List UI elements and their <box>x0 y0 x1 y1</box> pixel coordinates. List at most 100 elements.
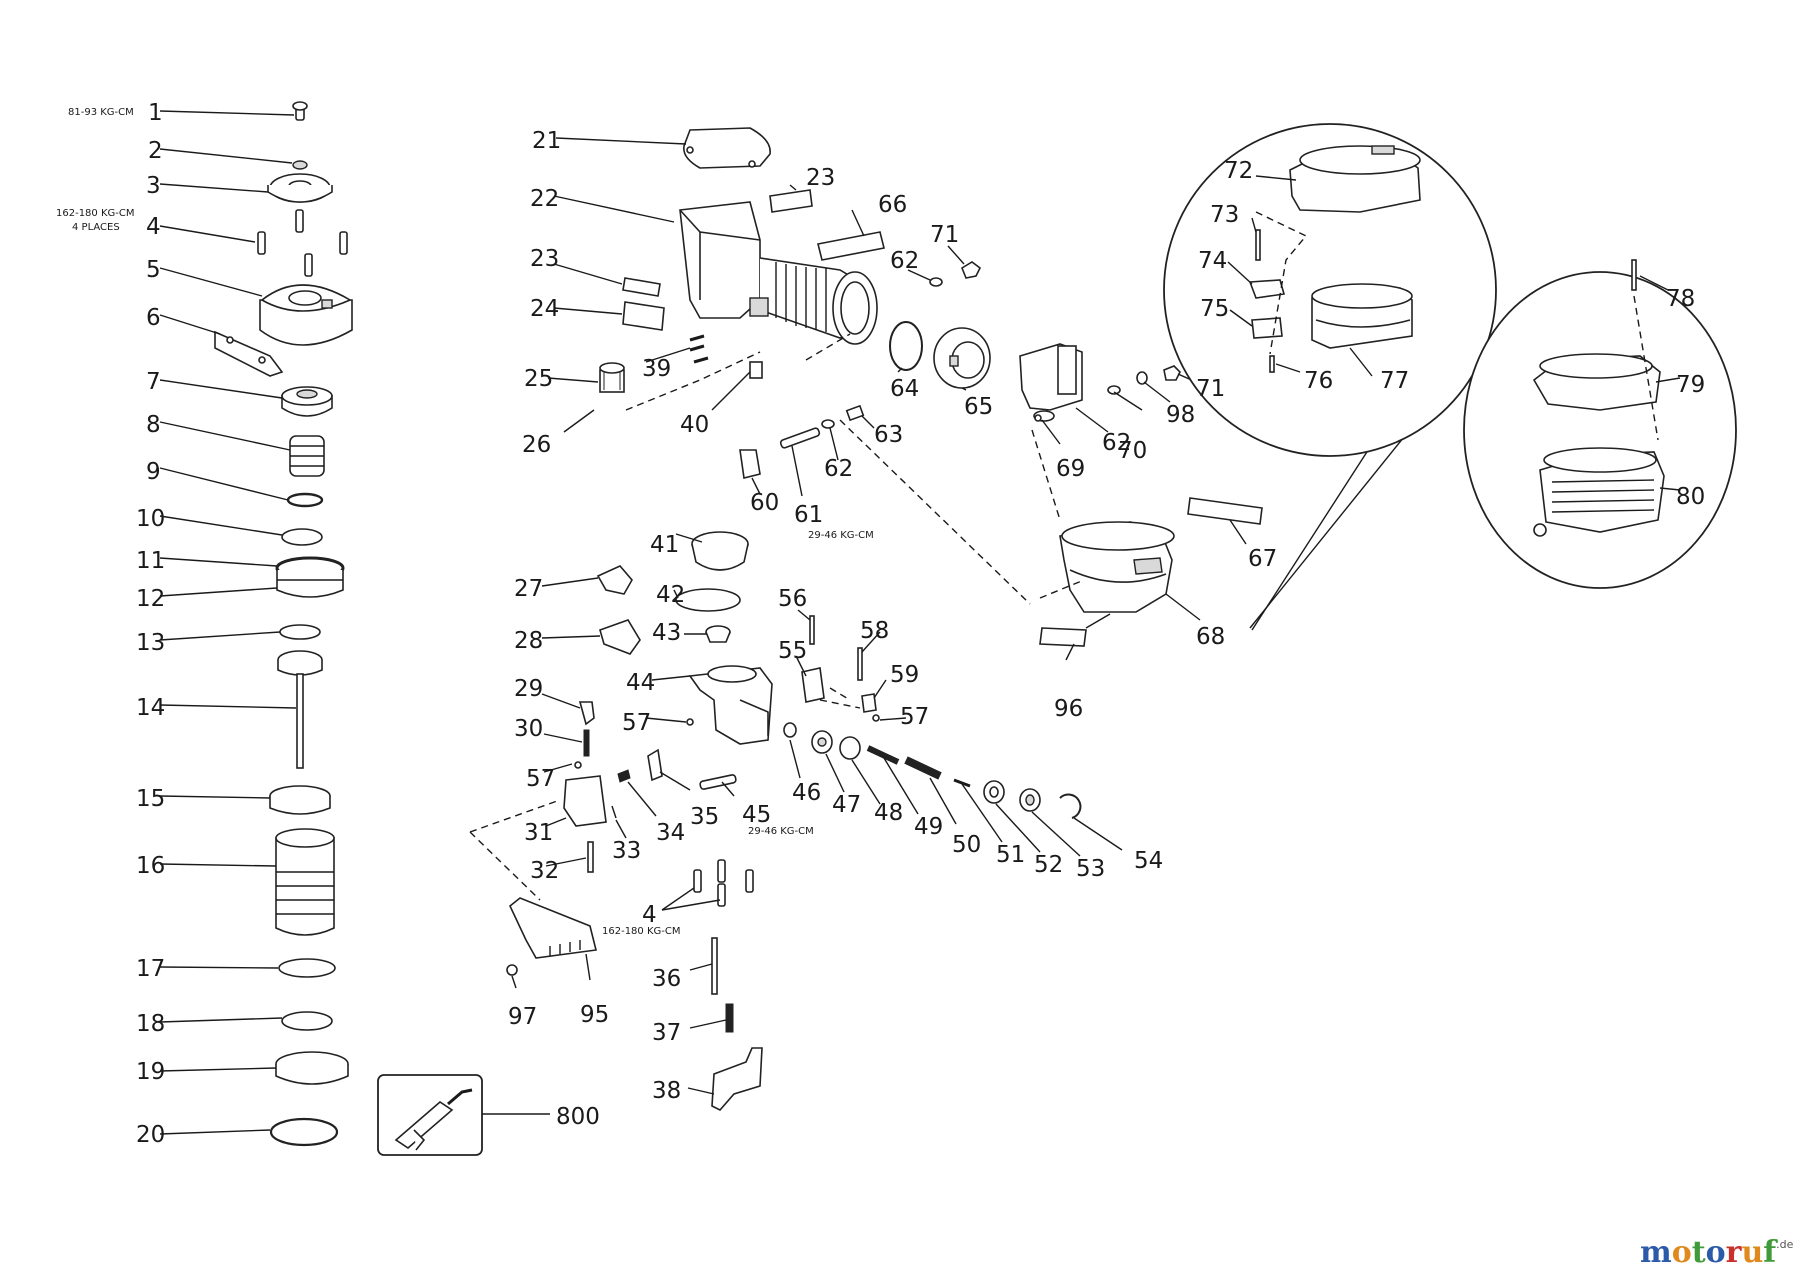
callout-35: 35 <box>690 804 719 830</box>
callout-23: 23 <box>806 165 835 191</box>
callout-64: 64 <box>890 376 919 402</box>
accessory-box <box>377 1074 550 1156</box>
callout-13: 13 <box>136 630 165 656</box>
callout-23: 23 <box>530 246 559 272</box>
callout-36: 36 <box>652 966 681 992</box>
callout-40: 40 <box>680 412 709 438</box>
callout-71: 71 <box>1196 376 1225 402</box>
callout-68: 68 <box>1196 624 1225 650</box>
callout-52: 52 <box>1034 852 1063 878</box>
callout-69: 69 <box>1056 456 1085 482</box>
callout-62: 62 <box>1102 430 1131 456</box>
callout-32: 32 <box>530 858 559 884</box>
callout-46: 46 <box>792 780 821 806</box>
left-leader-lines <box>159 110 297 1135</box>
detail-circle-1 <box>1163 123 1497 457</box>
callout-34: 34 <box>656 820 685 846</box>
callout-14: 14 <box>136 695 165 721</box>
callout-80: 80 <box>1676 484 1705 510</box>
watermark-suffix: .de <box>1776 1238 1793 1251</box>
callout-8: 8 <box>146 412 161 438</box>
callout-17: 17 <box>136 956 165 982</box>
callout-45: 45 <box>742 802 771 828</box>
watermark-letter: u <box>1741 1235 1763 1270</box>
callout-74: 74 <box>1198 248 1227 274</box>
callout-24: 24 <box>530 296 559 322</box>
callout-49: 49 <box>914 814 943 840</box>
callout-50: 50 <box>952 832 981 858</box>
housing-group <box>563 127 991 479</box>
callout-1: 1 <box>148 100 163 126</box>
watermark-letter: t <box>1692 1235 1706 1270</box>
watermark-letter: o <box>1706 1235 1726 1270</box>
callout-16: 16 <box>136 853 165 879</box>
callout-21: 21 <box>532 128 561 154</box>
left-column-parts <box>214 101 353 1147</box>
callout-6: 6 <box>146 305 161 331</box>
watermark-letter: f <box>1763 1235 1778 1270</box>
callout-3: 3 <box>146 173 161 199</box>
trigger-leader-lines <box>469 533 1123 1095</box>
callout-79: 79 <box>1676 372 1705 398</box>
note-torque-45: 29-46 KG-CM <box>748 826 814 837</box>
callout-numbers: 1234567891011121314151617181920212223232… <box>136 100 1705 1148</box>
callout-42: 42 <box>656 582 685 608</box>
callout-38: 38 <box>652 1078 681 1104</box>
callout-61: 61 <box>794 502 823 528</box>
callout-62: 62 <box>890 248 919 274</box>
note-torque-4-line1: 162-180 KG-CM <box>56 208 135 219</box>
callout-59: 59 <box>890 662 919 688</box>
callout-31: 31 <box>524 820 553 846</box>
callout-12: 12 <box>136 586 165 612</box>
callout-53: 53 <box>1076 856 1105 882</box>
callout-22: 22 <box>530 186 559 212</box>
housing-leader-lines <box>547 137 1031 605</box>
note-torque-1: 81-93 KG-CM <box>68 107 134 118</box>
callout-11: 11 <box>136 548 165 574</box>
callout-27: 27 <box>514 576 543 602</box>
callout-56: 56 <box>778 586 807 612</box>
watermark-letter: r <box>1726 1235 1743 1270</box>
callout-29: 29 <box>514 676 543 702</box>
callout-51: 51 <box>996 842 1025 868</box>
callout-77: 77 <box>1380 368 1409 394</box>
callout-63: 63 <box>874 422 903 448</box>
callout-60: 60 <box>750 490 779 516</box>
watermark: motoruf.de <box>1640 1235 1794 1270</box>
watermark-letter: m <box>1640 1235 1672 1270</box>
callout-39: 39 <box>642 356 671 382</box>
callout-97: 97 <box>508 1004 537 1030</box>
callout-95: 95 <box>580 1002 609 1028</box>
trigger-group <box>506 531 1082 1111</box>
callout-78: 78 <box>1666 286 1695 312</box>
callout-28: 28 <box>514 628 543 654</box>
callout-15: 15 <box>136 786 165 812</box>
note-torque-4b: 162-180 KG-CM <box>602 926 681 937</box>
callout-62: 62 <box>824 456 853 482</box>
callout-65: 65 <box>964 394 993 420</box>
callout-2: 2 <box>148 138 163 164</box>
callout-73: 73 <box>1210 202 1239 228</box>
callout-66: 66 <box>878 192 907 218</box>
callout-9: 9 <box>146 459 161 485</box>
detail-circle-2 <box>1463 259 1737 589</box>
callout-26: 26 <box>522 432 551 458</box>
callout-43: 43 <box>652 620 681 646</box>
callout-4: 4 <box>642 902 657 928</box>
callout-5: 5 <box>146 257 161 283</box>
callout-96: 96 <box>1054 696 1083 722</box>
callout-30: 30 <box>514 716 543 742</box>
callout-44: 44 <box>626 670 655 696</box>
callout-57: 57 <box>622 710 651 736</box>
callout-70: 70 <box>1118 438 1147 464</box>
callout-67: 67 <box>1248 546 1277 572</box>
callout-48: 48 <box>874 800 903 826</box>
callout-800: 800 <box>556 1104 600 1130</box>
callout-57: 57 <box>900 704 929 730</box>
callout-25: 25 <box>524 366 553 392</box>
callout-4: 4 <box>146 214 161 240</box>
callout-58: 58 <box>860 618 889 644</box>
callout-47: 47 <box>832 792 861 818</box>
callout-7: 7 <box>146 369 161 395</box>
